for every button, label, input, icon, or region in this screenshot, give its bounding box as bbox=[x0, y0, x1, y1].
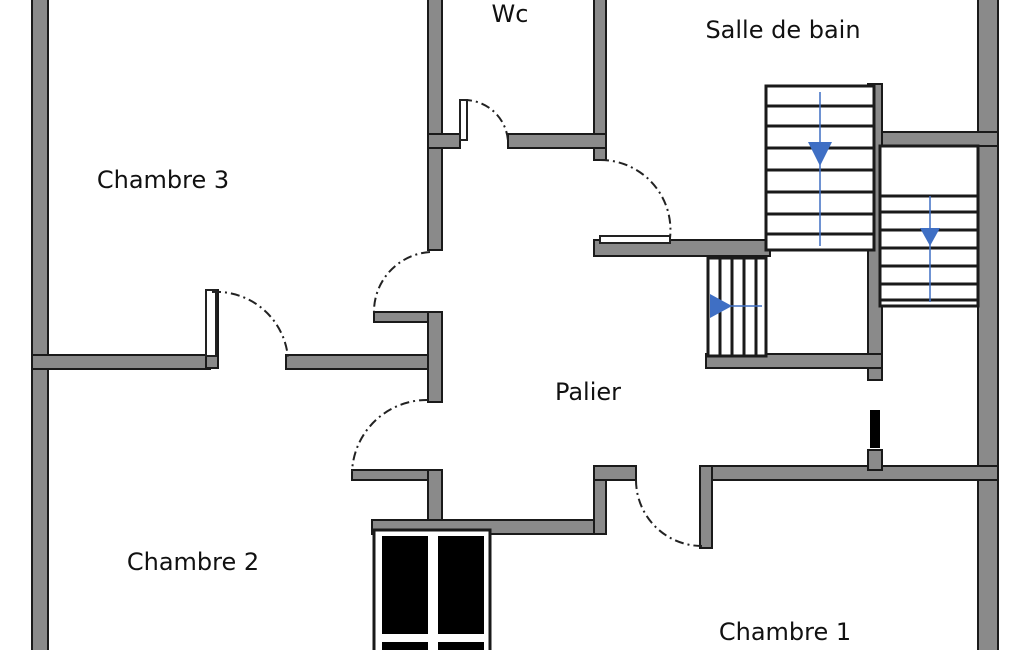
wall-dark-post bbox=[870, 410, 880, 448]
door-swing-arc bbox=[372, 251, 431, 315]
cupboard-left bbox=[382, 536, 428, 634]
door-wc bbox=[459, 98, 509, 142]
stair-right-arrow-icon bbox=[920, 228, 940, 246]
door-leaf bbox=[599, 235, 671, 244]
room-label-chambre-2: Chambre 2 bbox=[127, 548, 259, 576]
door-chambre-1 bbox=[635, 479, 703, 547]
stair-main bbox=[764, 84, 876, 252]
wall-bath-upper-right bbox=[879, 131, 999, 147]
stair-landing-arrow-icon bbox=[710, 294, 732, 318]
door-swing-arc bbox=[211, 290, 289, 359]
stair-right bbox=[878, 144, 980, 308]
wall-palier-left-mid bbox=[427, 311, 443, 403]
room-label-chambre-3: Chambre 3 bbox=[97, 166, 229, 194]
door-swing-arc bbox=[462, 98, 509, 142]
cupboard-right bbox=[438, 536, 484, 634]
stair-main-arrow-icon bbox=[808, 142, 832, 166]
stair-landing bbox=[706, 256, 768, 358]
cupboard-right-lower bbox=[438, 642, 484, 650]
room-labels: Wc Salle de bain Chambre 3 Palier Chambr… bbox=[97, 0, 861, 646]
wall-outer-left bbox=[31, 0, 49, 650]
room-label-palier: Palier bbox=[555, 378, 621, 406]
wall-ch1-top bbox=[699, 465, 999, 481]
door-swing-arc bbox=[351, 398, 429, 473]
cupboard-left-lower bbox=[382, 642, 428, 650]
stair-right-outline bbox=[878, 144, 980, 308]
wall-palier-bottom-lintel bbox=[593, 465, 637, 481]
wall-ch3-bottom-right bbox=[285, 354, 443, 370]
door-leaf bbox=[459, 99, 468, 141]
wall-wc-bottom-left bbox=[427, 133, 461, 149]
door-swing-arc bbox=[635, 479, 703, 547]
door-chambre-3 bbox=[205, 289, 289, 359]
door-palier-west-upper bbox=[372, 251, 431, 315]
door-swing-arc bbox=[599, 158, 672, 239]
wall-ch1-jamb bbox=[699, 465, 713, 549]
wall-palier-right-post bbox=[867, 449, 883, 471]
door-chambre-2 bbox=[351, 398, 429, 473]
door-salle-de-bain bbox=[599, 158, 672, 244]
cupboard-block bbox=[372, 528, 492, 650]
door-leaf bbox=[205, 289, 217, 357]
room-label-salle-de-bain: Salle de bain bbox=[705, 16, 860, 44]
wall-wc-bottom-right bbox=[507, 133, 607, 149]
wall-outer-right bbox=[977, 0, 999, 650]
room-label-wc: Wc bbox=[492, 0, 529, 28]
wall-ch2-stub bbox=[351, 469, 431, 481]
room-label-chambre-1: Chambre 1 bbox=[719, 618, 851, 646]
wall-ch3-bottom-left bbox=[31, 354, 211, 370]
wall-wc-left bbox=[427, 0, 443, 251]
